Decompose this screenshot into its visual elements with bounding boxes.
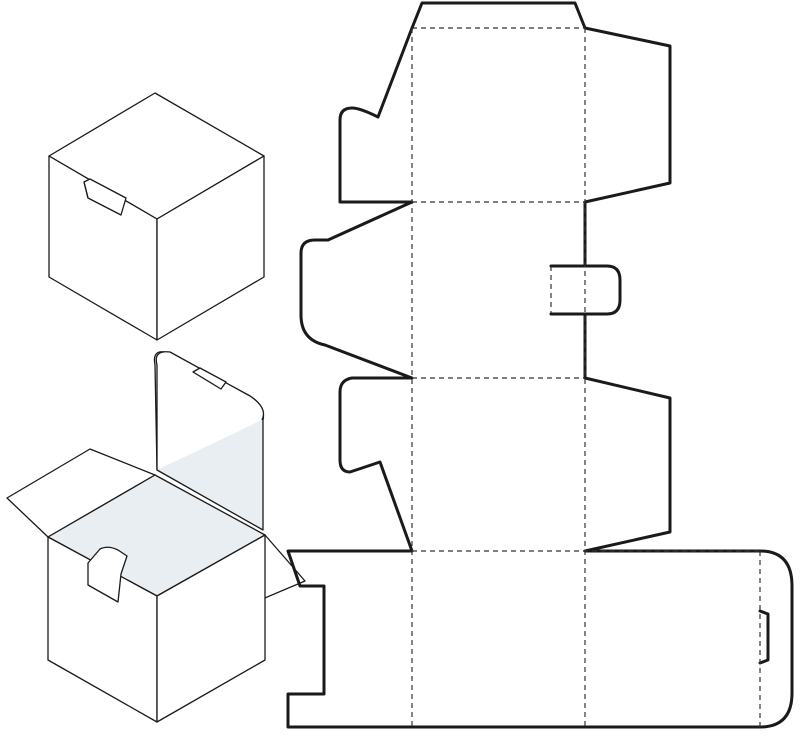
open-box [6, 351, 306, 723]
dieline-tab-slot-cut [549, 264, 587, 316]
closed-box [48, 92, 265, 341]
dieline-outer-cut [286, 1, 794, 729]
open-box-back-flap-tuck [155, 351, 265, 470]
dieline-lock-notch [758, 609, 770, 665]
open-box-tuck-slot [87, 546, 128, 603]
closed-box-right-face [156, 155, 265, 341]
open-box-right-face [156, 534, 266, 723]
open-box-flap-slot [192, 367, 227, 390]
closed-box-tuck-edge [83, 181, 89, 199]
flat-dieline [286, 1, 794, 729]
